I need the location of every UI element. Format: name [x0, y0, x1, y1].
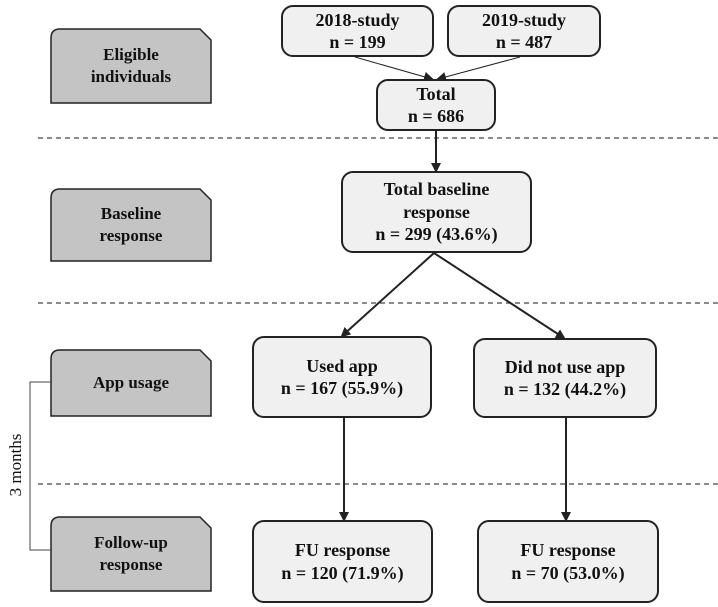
- box-fu-used-line-2: n = 120 (71.9%): [281, 562, 404, 583]
- arrow-2018-to-total: [354, 56, 434, 82]
- box-not-used-app-line-2: n = 132 (44.2%): [503, 379, 627, 399]
- box-baseline-total-line-2: response: [403, 201, 470, 222]
- three-months-bracket: [29, 381, 50, 551]
- arrow-baseline-to-not-used: [433, 252, 566, 340]
- stage-label-baseline-line-1: Baseline: [100, 203, 162, 223]
- stage-label-follow-up-line-1: Follow-up: [94, 532, 168, 552]
- box-not-used-app-line-1: Did not use app: [504, 356, 626, 377]
- box-fu-used-line-1: FU response: [294, 540, 391, 560]
- stage-label-follow-up-line-2: response: [99, 555, 163, 574]
- label-shape: [50, 188, 212, 262]
- arrow-2019-to-total: [436, 56, 521, 82]
- box-baseline-total: Total baseline response n = 299 (43.6%): [341, 171, 532, 253]
- box-2018-study-line-1: 2018-study: [315, 9, 400, 30]
- stage-label-app-usage-line-1: App usage: [92, 372, 170, 392]
- box-not-used-app: Did not use app n = 132 (44.2%): [473, 338, 657, 418]
- box-baseline-total-line-3: n = 299 (43.6%): [375, 224, 498, 245]
- box-2019-study-line-1: 2019-study: [481, 9, 566, 30]
- box-total-line-1: Total: [416, 83, 456, 104]
- box-2018-study-line-2: n = 199: [329, 32, 386, 52]
- box-used-app-line-2: n = 167 (55.9%): [280, 378, 404, 398]
- box-2019-study: 2019-study n = 487: [447, 5, 601, 57]
- box-fu-not-used: FU response n = 70 (53.0%): [477, 520, 659, 603]
- stage-label-baseline-line-2: response: [99, 226, 163, 245]
- label-shape: [50, 349, 212, 417]
- stage-label-follow-up: Follow-up response: [50, 516, 212, 592]
- box-total: Total n = 686: [376, 79, 496, 131]
- box-fu-not-used-line-2: n = 70 (53.0%): [511, 562, 625, 583]
- stage-label-app-usage: App usage: [50, 349, 212, 417]
- stage-label-eligible: Eligible individuals: [50, 28, 212, 104]
- label-shape: [50, 516, 212, 592]
- box-2019-study-line-2: n = 487: [495, 32, 553, 52]
- box-fu-used: FU response n = 120 (71.9%): [252, 520, 433, 603]
- stage-label-eligible-line-1: Eligible: [103, 44, 159, 64]
- three-months-label: 3 months: [6, 433, 25, 497]
- box-baseline-total-line-1: Total baseline: [383, 179, 490, 200]
- label-shape: [50, 28, 212, 104]
- box-2018-study: 2018-study n = 199: [281, 5, 434, 57]
- box-fu-not-used-line-1: FU response: [520, 540, 616, 560]
- stage-label-baseline: Baseline response: [50, 188, 212, 262]
- box-used-app: Used app n = 167 (55.9%): [252, 336, 432, 418]
- stage-label-eligible-line-2: individuals: [90, 67, 172, 86]
- box-total-line-2: n = 686: [407, 106, 465, 126]
- box-used-app-line-1: Used app: [306, 355, 378, 376]
- arrow-baseline-to-used: [340, 252, 435, 338]
